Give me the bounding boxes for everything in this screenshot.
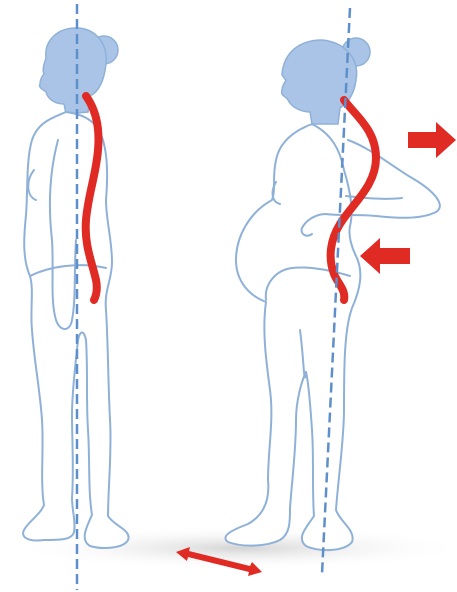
figure-right	[225, 38, 439, 550]
arrow-left-icon	[360, 238, 410, 274]
head-left	[40, 28, 107, 114]
arrow-right-icon	[408, 122, 456, 158]
head-right	[282, 40, 357, 124]
